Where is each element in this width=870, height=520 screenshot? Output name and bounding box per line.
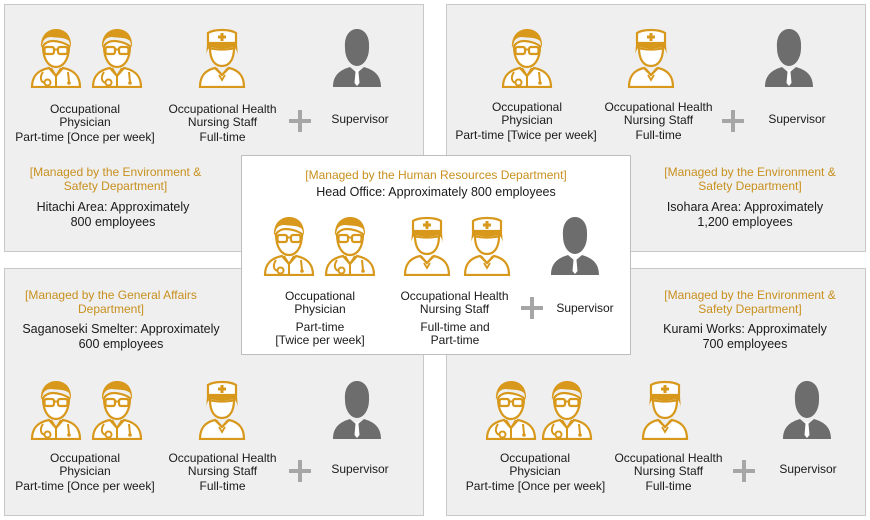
supervisor-label: Supervisor bbox=[556, 301, 614, 315]
manager-label: [Managed by the Environment & Safety Dep… bbox=[664, 288, 836, 316]
plus-icon bbox=[733, 460, 755, 482]
nurse-schedule: Full-time bbox=[645, 479, 692, 493]
supervisor-icon bbox=[330, 378, 384, 440]
supervisor-label: Supervisor bbox=[768, 112, 826, 126]
doctor-icon bbox=[29, 378, 83, 440]
supervisor-icon bbox=[548, 214, 602, 276]
doctor-icon bbox=[484, 378, 538, 440]
physician-label: Occupational Physician bbox=[499, 451, 571, 478]
nurse-icon bbox=[460, 214, 514, 276]
nurse-icon bbox=[195, 378, 249, 440]
manager-label: [Managed by the Environment & Safety Dep… bbox=[664, 165, 836, 193]
doctor-icon bbox=[90, 26, 144, 88]
physician-schedule: Part-time [Twice per week] bbox=[455, 128, 597, 142]
physician-label: Occupational Physician bbox=[49, 451, 121, 478]
plus-icon bbox=[289, 460, 311, 482]
plus-icon bbox=[289, 110, 311, 132]
doctor-icon bbox=[29, 26, 83, 88]
physician-schedule: Part-time [Once per week] bbox=[15, 479, 155, 493]
supervisor-icon bbox=[330, 26, 384, 88]
area-label: Kurami Works: Approximately 700 employee… bbox=[663, 322, 827, 351]
nurse-schedule: Full-time bbox=[199, 479, 246, 493]
doctor-icon bbox=[500, 26, 554, 88]
supervisor-icon bbox=[780, 378, 834, 440]
nurse-icon bbox=[638, 378, 692, 440]
physician-schedule: Part-time [Once per week] bbox=[15, 130, 155, 144]
physician-label: Occupational Physician bbox=[49, 102, 121, 129]
doctor-icon bbox=[90, 378, 144, 440]
physician-label: Occupational Physician bbox=[491, 100, 563, 127]
nurse-icon bbox=[400, 214, 454, 276]
supervisor-label: Supervisor bbox=[779, 462, 837, 476]
nurse-label: Occupational Health Nursing Staff bbox=[604, 100, 713, 127]
nurse-icon bbox=[624, 26, 678, 88]
area-label: Head Office: Approximately 800 employees bbox=[316, 185, 556, 199]
nurse-label: Occupational Health Nursing Staff bbox=[614, 451, 723, 478]
doctor-icon bbox=[540, 378, 594, 440]
manager-label: [Managed by the Environment & Safety Dep… bbox=[29, 165, 202, 193]
supervisor-label: Supervisor bbox=[331, 112, 389, 126]
supervisor-label: Supervisor bbox=[331, 462, 389, 476]
nurse-label: Occupational Health Nursing Staff bbox=[400, 289, 509, 316]
physician-schedule: Part-time [Once per week] bbox=[465, 479, 606, 493]
nurse-label: Occupational Health Nursing Staff bbox=[168, 102, 277, 129]
manager-label: [Managed by the General Affairs Departme… bbox=[25, 288, 197, 316]
plus-icon bbox=[722, 110, 744, 132]
physician-schedule: Part-time [Twice per week] bbox=[275, 320, 365, 347]
nurse-icon bbox=[195, 26, 249, 88]
head-office-panel bbox=[241, 155, 631, 355]
supervisor-icon bbox=[762, 26, 816, 88]
doctor-icon bbox=[323, 214, 377, 276]
nurse-schedule: Full-time bbox=[635, 128, 682, 142]
physician-label: Occupational Physician bbox=[284, 289, 356, 316]
plus-icon bbox=[521, 297, 543, 319]
area-label: Saganoseki Smelter: Approximately 600 em… bbox=[22, 322, 220, 351]
manager-label: [Managed by the Human Resources Departme… bbox=[305, 168, 567, 182]
nurse-schedule: Full-time bbox=[199, 130, 246, 144]
nurse-label: Occupational Health Nursing Staff bbox=[168, 451, 277, 478]
area-label: Isohara Area: Approximately 1,200 employ… bbox=[666, 200, 824, 229]
doctor-icon bbox=[262, 214, 316, 276]
area-label: Hitachi Area: Approximately 800 employee… bbox=[36, 200, 190, 229]
nurse-schedule: Full-time and Part-time bbox=[420, 320, 490, 347]
